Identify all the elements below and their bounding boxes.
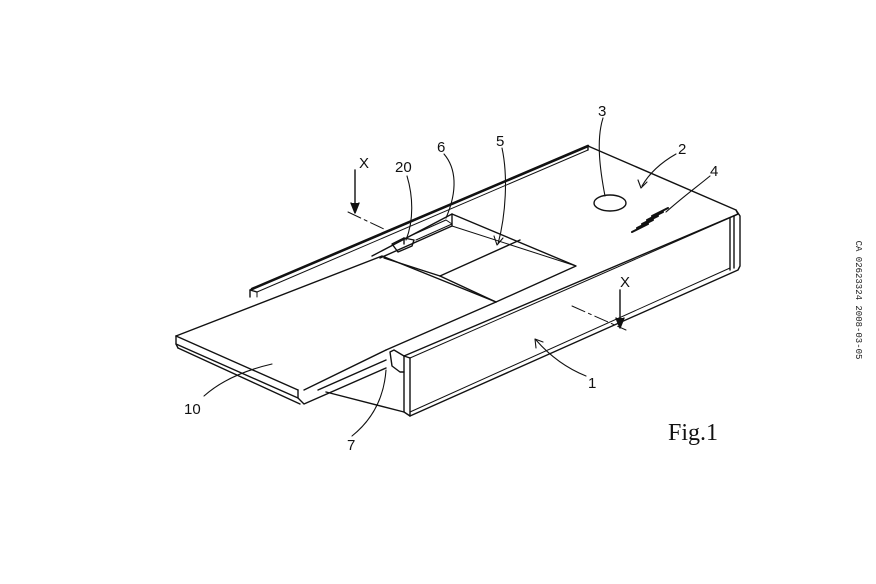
housing [250,144,741,417]
sliding-tray [175,255,497,413]
compartment-opening [371,213,577,303]
leader-lines [203,117,711,437]
section-mark-x-right: X [620,274,631,291]
ref-numeral-2: 2 [678,141,687,158]
ref-numeral-20: 20 [395,159,412,176]
ref-numeral-4: 4 [710,163,719,180]
section-line [347,169,627,331]
figure-label: Fig.1 [668,420,719,446]
ref-numeral-5: 5 [496,133,505,150]
section-mark-x-left: X [359,155,370,172]
latch-element [391,237,415,253]
ref-numeral-6: 6 [437,139,446,156]
vent-slots [631,207,669,233]
ref-numeral-7: 7 [347,437,356,454]
side-document-reference: CA 02623324 2008-03-05 [853,240,863,360]
ref-numeral-1: 1 [588,375,597,392]
ref-numeral-3: 3 [598,103,607,120]
circular-opening [593,194,627,212]
ref-numeral-10: 10 [184,401,201,418]
